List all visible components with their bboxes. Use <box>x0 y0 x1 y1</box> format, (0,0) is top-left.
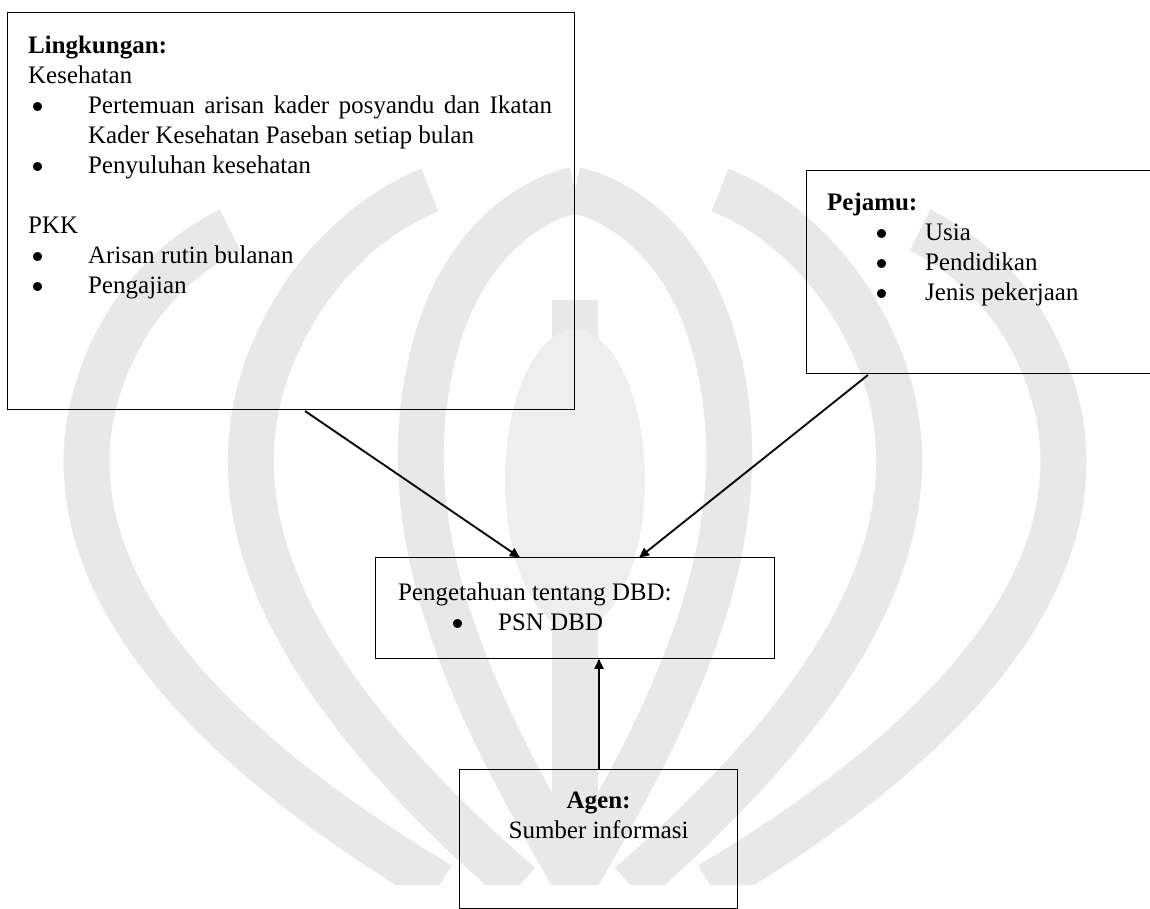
lingkungan-title: Lingkungan: <box>28 32 167 59</box>
pejamu-title: Pejamu: <box>827 189 918 216</box>
pejamu-box: Pejamu: Usia Pendidikan Jenis pekerjaan <box>806 170 1150 374</box>
kesehatan-list: Pertemuan arisan kader posyandu dan Ikat… <box>28 91 574 181</box>
lingkungan-box: Lingkungan: Kesehatan Pertemuan arisan k… <box>7 12 575 410</box>
watermark-emblem <box>63 167 1087 885</box>
pejamu-list: Usia Pendidikan Jenis pekerjaan <box>827 218 1150 308</box>
arrow-pejamu-to-pengetahuan <box>639 374 869 558</box>
pengetahuan-list: PSN DBD <box>398 608 774 638</box>
list-item: Pendidikan <box>827 248 1150 278</box>
list-item: Jenis pekerjaan <box>827 278 1150 308</box>
pkk-list: Arisan rutin bulanan Pengajian <box>28 241 574 301</box>
kesehatan-label: Kesehatan <box>28 62 133 89</box>
arrow-lingkungan-to-pengetahuan <box>304 410 520 558</box>
list-item: Pengajian <box>28 271 574 301</box>
pengetahuan-box: Pengetahuan tentang DBD: PSN DBD <box>375 557 775 659</box>
pkk-label: PKK <box>28 212 79 239</box>
list-item: Usia <box>827 218 1150 248</box>
connector-arrows <box>304 374 869 769</box>
pengetahuan-title: Pengetahuan tentang DBD: <box>398 579 672 606</box>
list-item: Penyuluhan kesehatan <box>28 151 574 181</box>
agen-title: Agen: <box>566 787 631 814</box>
agen-subtitle: Sumber informasi <box>508 817 689 844</box>
list-item: Arisan rutin bulanan <box>28 241 574 271</box>
agen-box: Agen: Sumber informasi <box>459 769 738 909</box>
list-item: PSN DBD <box>398 608 774 638</box>
list-item: Pertemuan arisan kader posyandu dan Ikat… <box>28 91 574 151</box>
